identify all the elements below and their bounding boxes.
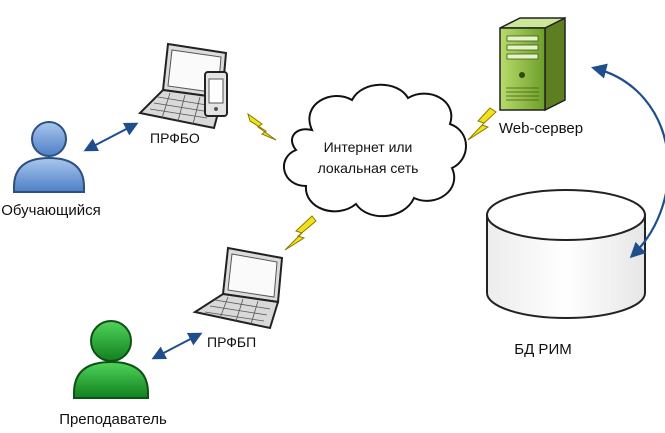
teacher-client-arrow bbox=[151, 332, 203, 360]
database-label: БД РИМ bbox=[514, 341, 571, 358]
database-cylinder-icon bbox=[486, 189, 646, 319]
teacher-label: Преподаватель bbox=[59, 411, 167, 428]
learner-label: Обучающийся bbox=[1, 202, 101, 219]
lightning-client-teacher-network bbox=[284, 215, 317, 251]
client-learner-phone-icon bbox=[204, 71, 228, 117]
learner-person-icon bbox=[13, 121, 85, 193]
lightning-client-learner-network bbox=[247, 112, 277, 141]
learner-client-arrow bbox=[83, 122, 139, 152]
network-label-line1: Интернет или bbox=[324, 139, 413, 155]
web-server-label: Web-сервер bbox=[499, 120, 583, 137]
network-cloud-icon bbox=[283, 83, 467, 218]
server-database-curved-arrow bbox=[591, 63, 665, 259]
lightning-network-server bbox=[467, 107, 497, 141]
client-learner-label: ПРФБО bbox=[150, 130, 200, 146]
web-server-icon bbox=[499, 16, 566, 112]
teacher-person-icon bbox=[73, 320, 149, 399]
client-teacher-laptop-icon bbox=[192, 246, 284, 330]
client-teacher-label: ПРФБП bbox=[207, 334, 256, 350]
network-label-line2: локальная сеть bbox=[318, 160, 419, 176]
